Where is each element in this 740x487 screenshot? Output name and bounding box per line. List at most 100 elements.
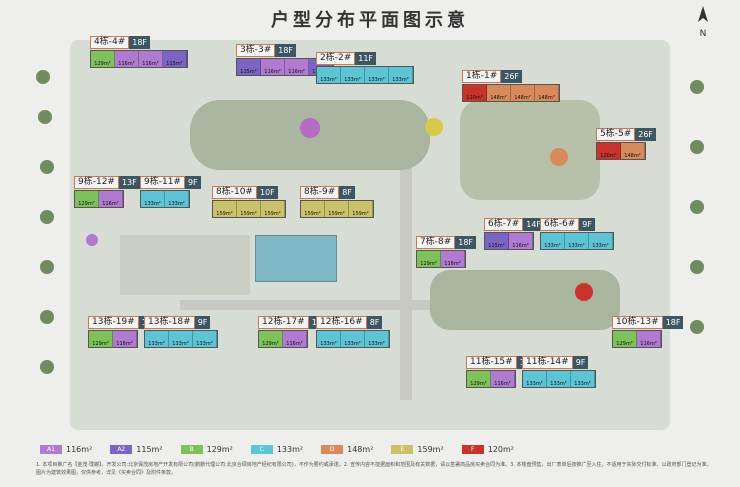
legend-area: 120m² xyxy=(487,444,514,454)
unit-type-c: 133m² xyxy=(365,331,389,347)
tree-icon xyxy=(40,210,54,224)
unit-type-d: 148m² xyxy=(535,85,559,101)
building-floor-count: 8F xyxy=(339,186,355,199)
unit-type-b: 129m² xyxy=(259,331,283,347)
legend-area: 115m² xyxy=(136,444,163,454)
building-floor-count: 9F xyxy=(194,316,211,329)
building-name: 1栋-1# xyxy=(462,70,502,83)
building-name: 13栋-18# xyxy=(144,316,195,329)
unit-type-e: 159m² xyxy=(261,201,285,217)
tree-icon xyxy=(690,140,704,154)
tree-icon xyxy=(690,200,704,214)
building-header: 6栋-7#14F xyxy=(484,218,545,231)
legend-swatch: B xyxy=(180,444,203,454)
tree-icon xyxy=(38,110,52,124)
internal-road xyxy=(400,160,412,400)
compass-label: N xyxy=(699,29,707,39)
unit-type-d: 148m² xyxy=(487,85,511,101)
disclaimer-note: 1. 本项目推广名【金茂·璞樾】，开发公司:北京保茂房地产开发有限公司(鹏鹏代理… xyxy=(36,462,712,476)
tree-icon xyxy=(36,70,50,84)
unit-type-c: 133m² xyxy=(589,233,613,249)
unit-type-d: 148m² xyxy=(621,143,645,159)
building-floor-count: 8F xyxy=(366,316,383,329)
flower-tree-icon xyxy=(86,234,98,246)
tree-icon xyxy=(40,310,54,324)
building-floor-count: 9F xyxy=(579,218,595,231)
building-floor-count: 11F xyxy=(355,52,377,65)
building-name: 13栋-19# xyxy=(88,316,139,329)
unit-type-a2: 115m² xyxy=(485,233,509,249)
building-header: 11栋-14#9F xyxy=(522,356,589,369)
legend-swatch: A1 xyxy=(40,444,62,454)
building-name: 9栋-12# xyxy=(74,176,119,189)
building-floor-count: 18F xyxy=(455,236,477,249)
flower-tree-icon xyxy=(425,118,443,136)
unit-type-c: 133m² xyxy=(523,371,547,387)
unit-type-a2: 115m² xyxy=(237,59,261,75)
legend-area: 148m² xyxy=(347,444,374,454)
east-garden xyxy=(460,100,600,200)
unit-type-c: 133m² xyxy=(571,371,595,387)
building-floor-count: 18F xyxy=(129,36,151,49)
tree-icon xyxy=(690,320,704,334)
unit-type-b: 129m² xyxy=(467,371,491,387)
unit-type-f: 120m² xyxy=(597,143,621,159)
tree-icon xyxy=(690,80,704,94)
tree-icon xyxy=(40,260,54,274)
building-floor-count: 9F xyxy=(184,176,201,189)
unit-type-a2: 115m² xyxy=(163,51,187,67)
building-name: 2栋-2# xyxy=(316,52,356,65)
unit-type-e: 159m² xyxy=(213,201,237,217)
unit-type-e: 159m² xyxy=(301,201,325,217)
building-floor-count: 26F xyxy=(635,128,657,141)
unit-type-a1: 116m² xyxy=(441,251,465,267)
unit-type-c: 133m² xyxy=(389,67,413,83)
unit-type-a1: 116m² xyxy=(491,371,515,387)
building-header: 13栋-18#9F xyxy=(144,316,211,329)
building-floor-count: 10F xyxy=(256,186,278,199)
unit-type-e: 159m² xyxy=(325,201,349,217)
unit-type-c: 133m² xyxy=(547,371,571,387)
legend-area: 159m² xyxy=(417,444,444,454)
unit-type-f: 120m² xyxy=(463,85,487,101)
building-floor-count: 18F xyxy=(662,316,684,329)
unit-type-b: 129m² xyxy=(91,51,115,67)
building-header: 1栋-1#26F xyxy=(462,70,523,83)
unit-type-d: 148m² xyxy=(511,85,535,101)
legend-swatch: E xyxy=(391,444,414,454)
unit-type-a1: 116m² xyxy=(637,331,661,347)
flower-tree-icon xyxy=(550,148,568,166)
building-header: 5栋-5#26F xyxy=(596,128,657,141)
building-header: 6栋-6#9F xyxy=(540,218,595,231)
unit-type-c: 133m² xyxy=(341,331,365,347)
building-header: 3栋-3#18F xyxy=(236,44,297,57)
building-name: 6栋-7# xyxy=(484,218,524,231)
unit-type-a1: 116m² xyxy=(261,59,285,75)
flower-tree-icon xyxy=(300,118,320,138)
swimming-pool xyxy=(255,235,337,282)
building-name: 12栋-16# xyxy=(316,316,367,329)
building-name: 9栋-11# xyxy=(140,176,185,189)
unit-type-c: 133m² xyxy=(541,233,565,249)
unit-type-b: 129m² xyxy=(417,251,441,267)
building-name: 8栋-9# xyxy=(300,186,340,199)
legend-area: 133m² xyxy=(276,444,304,454)
tree-icon xyxy=(690,260,704,274)
unit-type-a1: 116m² xyxy=(113,331,137,347)
